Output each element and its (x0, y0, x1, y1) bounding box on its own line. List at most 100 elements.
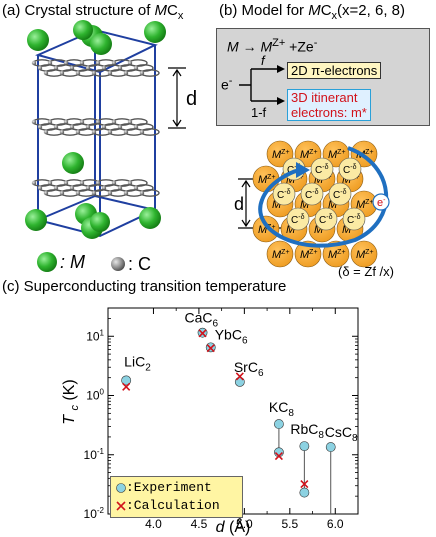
experiment-point (274, 419, 284, 429)
carbon-atom (79, 180, 85, 186)
branch-arrows (239, 65, 285, 105)
carbon-atom (123, 190, 129, 196)
y-tick-label: 101 (86, 328, 104, 343)
carbon-atom (91, 70, 97, 76)
branch-electron-symbol: e (221, 76, 229, 93)
branch-electron: e- (221, 75, 232, 93)
carbon-site: C-δ (286, 207, 310, 231)
calculation-point (206, 344, 215, 353)
ion-label: MZ+ (300, 149, 318, 161)
chart-legend: :Experiment :Calculation (110, 476, 243, 518)
ion-label: MZ+ (328, 149, 346, 161)
ion-label: MZ+ (356, 199, 374, 211)
carbon-label: C-δ (333, 189, 347, 201)
calculation-point (235, 372, 244, 381)
carbon-atom (111, 60, 117, 66)
graphene-lattice-model: MZ+MZ+MZ+MZ+MZ+MZ+MZ+MZ+MZ+MZ+MZ+MZ+MZ+M… (238, 140, 390, 268)
metal-ion: MZ+ (294, 140, 322, 168)
experiment-point (299, 487, 310, 498)
reaction-ion-charge: Z+ (272, 37, 286, 49)
carbon-atom (91, 129, 97, 135)
ion-label: MZ+ (272, 149, 290, 161)
legend-carbon-text: : C (128, 254, 152, 274)
compound-label: LiC2 (124, 353, 151, 373)
carbon-atom (31, 119, 37, 125)
label-2d-electrons: 2D π-electrons (287, 62, 382, 79)
carbon-atom (101, 124, 107, 130)
carbon-atom (107, 70, 113, 76)
carbon-atom (111, 119, 117, 125)
panel-a-title-carbon: C (167, 2, 178, 19)
carbon-atom (37, 65, 43, 71)
carbon-atom (133, 185, 139, 191)
carbon-atom (117, 124, 123, 130)
calculation-point (274, 452, 283, 461)
ion-carbon-lattice: MZ+MZ+MZ+MZ+MZ+MZ+MZ+MZ+MZ+MZ+MZ+MZ+MZ+M… (252, 140, 378, 268)
carbon-label: C-δ (319, 214, 333, 226)
carbon-atom (75, 129, 81, 135)
x-tick-label: 4.5 (191, 517, 208, 531)
metal-atom (144, 21, 166, 43)
carbon-site: C-δ (272, 182, 296, 206)
panel-b-title-carbon: C (320, 2, 332, 19)
carbon-atom (127, 180, 133, 186)
compound-label: RbC8 (290, 421, 324, 441)
carbon-atom (47, 119, 53, 125)
carbon-atom (123, 70, 129, 76)
branch-electron-charge: - (228, 75, 233, 87)
carbon-atom (37, 185, 43, 191)
legend-metal-label: : M (60, 252, 85, 273)
metal-ion: MZ+ (350, 240, 378, 268)
x-axis-label-var: d (216, 519, 226, 536)
panel-a-title-metal: M (154, 2, 168, 19)
metal-atom (90, 212, 110, 232)
free-electron-label: e- (377, 197, 386, 209)
legend-atoms (37, 252, 125, 272)
carbon-atom (69, 124, 75, 130)
metal-atom (73, 20, 93, 40)
y-axis-label-text: T (61, 414, 78, 425)
carbon-atom (139, 70, 145, 76)
compound-label: KC8 (269, 399, 294, 419)
crystal-d-label: d (186, 88, 198, 110)
carbon-site: C-δ (338, 157, 362, 181)
ion-label: MZ+ (272, 249, 290, 261)
free-electron-icon (372, 193, 390, 211)
branch-1f-label: 1-f (251, 105, 267, 120)
carbon-atom (133, 65, 139, 71)
carbon-atom (85, 185, 91, 191)
carbon-label: C-δ (343, 164, 357, 176)
carbon-atom (117, 185, 123, 191)
compound-label: CaC6 (185, 310, 219, 330)
itinerant-electron-path (258, 146, 389, 248)
carbon-site: C-δ (342, 207, 366, 231)
y-axis-label-subscript: c (69, 405, 81, 411)
carbon-atom (117, 65, 123, 71)
ion-label: MZ+ (258, 224, 276, 236)
carbon-atom (107, 129, 113, 135)
experiment-point (299, 441, 310, 451)
carbon-atom (75, 190, 81, 196)
lattice-d-label: d (234, 194, 245, 214)
carbon-atom (43, 70, 49, 76)
legend-metal-text: : M (60, 252, 85, 272)
reaction-electrons: +Ze (285, 38, 314, 55)
label-3d-line1: 3D itinerant (291, 90, 358, 105)
carbon-site: C-δ (314, 207, 338, 231)
panel-c-title: (c) Superconducting transition temperatu… (2, 278, 287, 295)
carbon-atom (53, 185, 59, 191)
branch-f-label: f (261, 53, 265, 68)
ion-label: MZ+ (328, 249, 346, 261)
x-axis-label: d (Å) (216, 517, 251, 536)
carbon-label: C-δ (315, 164, 329, 176)
carbon-atom (63, 60, 69, 66)
carbon-site: C-δ (300, 182, 324, 206)
carbon-atom (53, 124, 59, 130)
reaction-ion: M (260, 38, 273, 55)
calculation-series (122, 329, 309, 489)
carbon-atom (53, 65, 59, 71)
legend-experiment-label: :Experiment (126, 480, 212, 495)
x-tick-label: 5.5 (281, 517, 298, 531)
ion-label: MZ+ (300, 249, 318, 261)
